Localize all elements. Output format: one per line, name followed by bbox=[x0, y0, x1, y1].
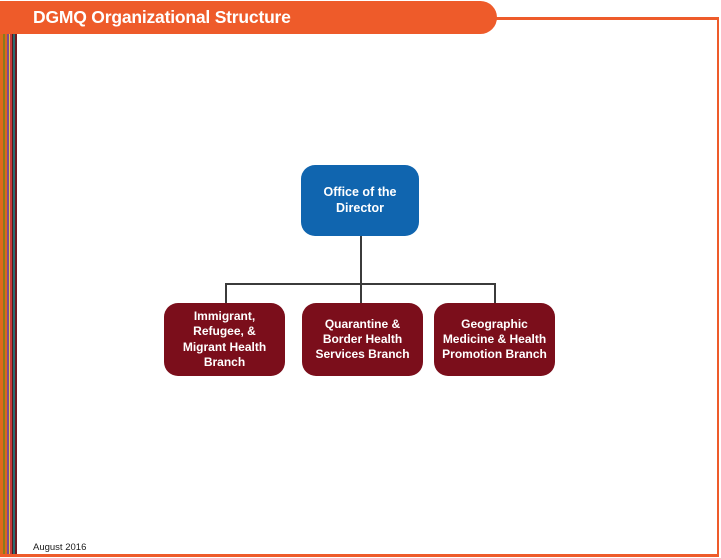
frame-line-bottom bbox=[0, 554, 719, 557]
edge-stripe bbox=[0, 34, 3, 554]
org-node-immigrant-refugee-migrant-health-branch: Immigrant, Refugee, & Migrant Health Bra… bbox=[164, 303, 285, 376]
org-node-quarantine-border-health-services-branch: Quarantine & Border Health Services Bran… bbox=[302, 303, 423, 376]
connector-branch1-vertical bbox=[225, 283, 227, 303]
org-node-geographic-medicine-health-promotion-branch: Geographic Medicine & Health Promotion B… bbox=[434, 303, 555, 376]
edge-stripe bbox=[9, 34, 10, 554]
edge-stripe bbox=[5, 34, 7, 554]
footer-date: August 2016 bbox=[33, 542, 87, 553]
frame-line-top bbox=[480, 17, 719, 20]
connector-branch2-vertical bbox=[360, 283, 362, 303]
connector-root-vertical bbox=[360, 236, 362, 283]
edge-stripe bbox=[3, 34, 5, 554]
header-banner: DGMQ Organizational Structure bbox=[0, 1, 497, 34]
edge-stripes bbox=[0, 34, 17, 554]
edge-stripe bbox=[7, 34, 9, 554]
connector-branch3-vertical bbox=[494, 283, 496, 303]
org-node-office-of-the-director: Office of the Director bbox=[301, 165, 419, 236]
edge-stripe bbox=[10, 34, 12, 554]
edge-stripe bbox=[15, 34, 17, 554]
edge-stripe bbox=[13, 34, 15, 554]
frame-line-right bbox=[716, 18, 719, 557]
page-title: DGMQ Organizational Structure bbox=[33, 7, 291, 27]
edge-stripe bbox=[12, 34, 13, 554]
